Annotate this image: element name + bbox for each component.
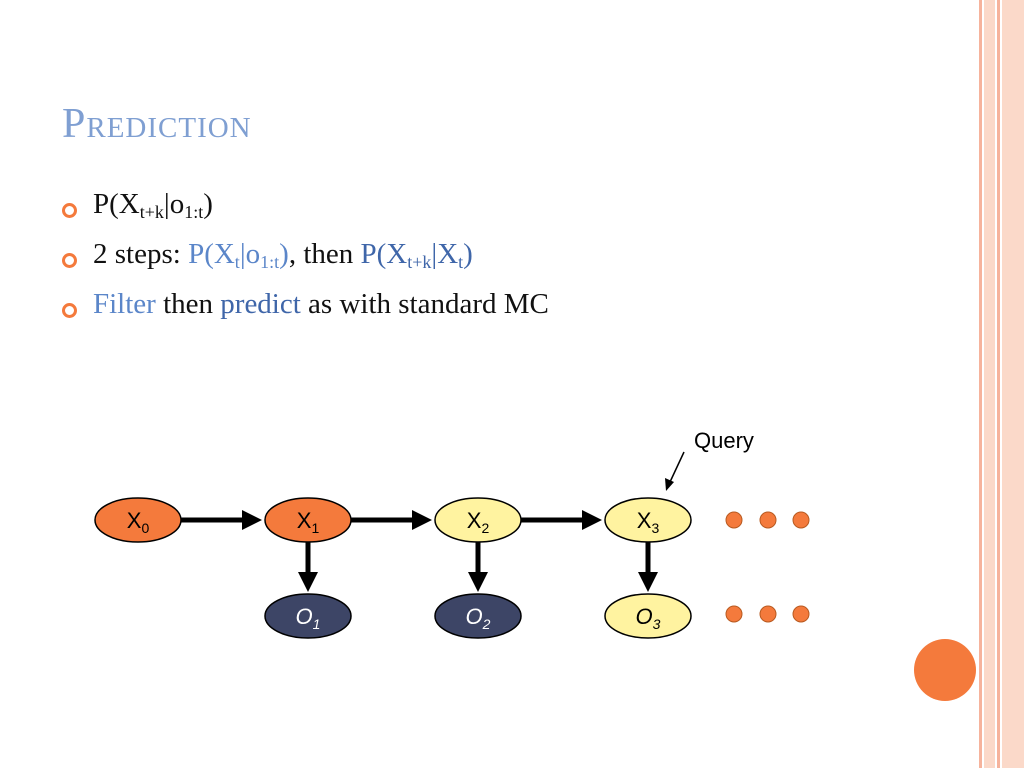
query-pointer-arrowhead <box>665 478 674 491</box>
svg-text:X0: X0 <box>127 508 150 536</box>
bullet-subscript: 1:t <box>260 252 280 272</box>
bullet-subscript: t <box>234 252 240 272</box>
svg-text:X2: X2 <box>467 508 490 536</box>
bullet-text-run: ) <box>203 188 213 220</box>
bullet-text-run: then <box>155 288 221 320</box>
bullet-text-run: predict <box>220 288 301 320</box>
svg-text:O3: O3 <box>636 604 661 632</box>
observed-node-o2: O2 <box>434 593 522 639</box>
hidden-ellipsis-dots <box>725 511 810 529</box>
decorative-circle <box>914 639 976 701</box>
deco-stripe-2 <box>984 0 995 768</box>
bullet-list: P(Xt+k|o1:t) 2 steps: P(Xt|o1:t), then P… <box>62 188 549 338</box>
bullet-text-run: Filter <box>93 288 156 320</box>
bullet-item: 2 steps: P(Xt|o1:t), then P(Xt+k|Xt) <box>62 238 549 288</box>
bullet-subscript: t <box>458 252 464 272</box>
slide-title: Prediction <box>62 101 252 147</box>
svg-text:O1: O1 <box>296 604 321 632</box>
svg-text:O2: O2 <box>466 604 491 632</box>
hidden-node-x0: X0 <box>94 497 182 543</box>
bullet-text-run: ) <box>463 238 473 270</box>
observed-node-o3: O3 <box>604 593 692 639</box>
bullet-text: 2 steps: P(Xt|o1:t), then P(Xt+k|Xt) <box>93 238 473 272</box>
deco-stripe-4 <box>1002 0 1024 768</box>
bullet-text-run: , then <box>288 238 361 270</box>
bullet-subscript: t+k <box>139 202 164 222</box>
query-pointer-line <box>669 451 685 483</box>
bullet-item: P(Xt+k|o1:t) <box>62 188 549 238</box>
deco-stripe-1 <box>979 0 982 768</box>
bullet-text-run: P(X <box>188 238 235 270</box>
bullet-item: Filter then predict as with standard MC <box>62 288 549 338</box>
svg-text:X3: X3 <box>637 508 660 536</box>
observed-ellipsis-dots <box>725 605 810 623</box>
svg-text:X1: X1 <box>297 508 320 536</box>
bullet-ring-icon <box>62 303 77 318</box>
bullet-text-run: ) <box>279 238 289 270</box>
query-label: Query <box>694 428 754 453</box>
hidden-node-x1: X1 <box>264 497 352 543</box>
bullet-text-run: |X <box>431 238 459 270</box>
bullet-text-run: P(X <box>93 188 140 220</box>
bullet-text-run: 2 steps: <box>93 238 189 270</box>
hidden-node-x2: X2 <box>434 497 522 543</box>
bullet-subscript: 1:t <box>184 202 204 222</box>
bullet-ring-icon <box>62 253 77 268</box>
bullet-ring-icon <box>62 203 77 218</box>
bullet-text-run: |o <box>239 238 261 270</box>
bullet-text-run: P(X <box>360 238 408 270</box>
bullet-text: Filter then predict as with standard MC <box>93 288 549 320</box>
bullet-text-run: as with standard MC <box>300 288 549 320</box>
deco-stripe-3 <box>997 0 1000 768</box>
bullet-text: P(Xt+k|o1:t) <box>93 188 213 222</box>
bullet-text-run: |o <box>163 188 185 220</box>
bullet-subscript: t+k <box>407 252 432 272</box>
observed-node-o1: O1 <box>264 593 352 639</box>
hidden-node-x3: X3 <box>604 497 692 543</box>
